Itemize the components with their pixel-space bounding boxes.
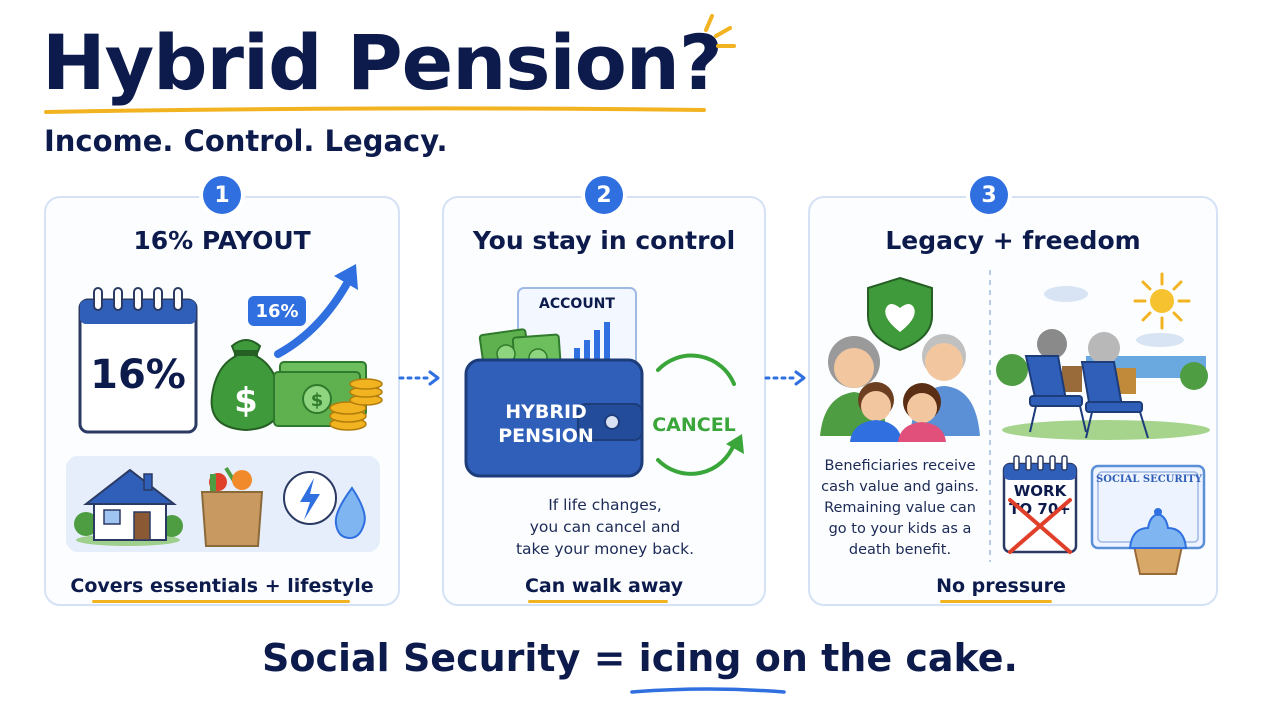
footer-underline	[630, 687, 786, 694]
wallet-label: HYBRID PENSION	[498, 401, 594, 447]
panel-title-legacy: Legacy + freedom	[885, 226, 1141, 255]
caption-underline	[528, 600, 668, 603]
work-calendar-icon	[1002, 455, 1078, 554]
control-body-text: If life changes, you can cancel and take…	[515, 496, 695, 558]
svg-text:$: $	[311, 390, 324, 411]
percent-tag: 16%	[248, 296, 306, 326]
divider	[989, 270, 991, 562]
social-security-card-icon	[1090, 464, 1206, 575]
step-badge-2: 2	[585, 176, 623, 214]
family-icon	[820, 276, 980, 442]
utilities-icon	[283, 471, 366, 540]
caption-payout: Covers essentials + lifestyle	[70, 575, 374, 597]
step-badge-3: 3	[970, 176, 1008, 214]
retirement-scene	[996, 272, 1210, 440]
wallet-icon	[464, 287, 744, 478]
cross-out-icon	[1008, 498, 1072, 554]
cancel-label: CANCEL	[652, 414, 736, 436]
svg-text:$: $	[234, 381, 258, 421]
caption-legacy: No pressure	[936, 575, 1066, 597]
page-title: Hybrid Pension?	[42, 18, 723, 107]
grocery-bag-icon	[200, 466, 264, 547]
title-underline	[44, 106, 706, 114]
money-bag-icon: $ $	[210, 339, 383, 432]
footer-statement: Social Security = icing on the cake.	[262, 636, 1018, 680]
step-badge-1: 1	[203, 176, 241, 214]
growth-arrow-icon	[274, 264, 358, 358]
calendar-icon: 16%	[78, 287, 198, 434]
arrow-icon	[764, 370, 806, 386]
account-label: ACCOUNT	[539, 296, 615, 312]
caption-underline	[940, 600, 1052, 603]
arrow-icon	[398, 370, 440, 386]
social-security-card-label: SOCIAL SECURITY	[1096, 474, 1202, 485]
legacy-body-text: Beneficiaries receive cash value and gai…	[821, 458, 979, 558]
calendar-percent: 16%	[90, 352, 186, 398]
panel-title-payout: 16% PAYOUT	[133, 226, 311, 255]
sparkle-icon	[704, 14, 736, 48]
panel-title-control: You stay in control	[472, 226, 736, 255]
page-subtitle: Income. Control. Legacy.	[44, 124, 448, 158]
caption-control: Can walk away	[524, 575, 684, 597]
house-icon	[74, 468, 183, 546]
caption-underline	[92, 600, 350, 603]
